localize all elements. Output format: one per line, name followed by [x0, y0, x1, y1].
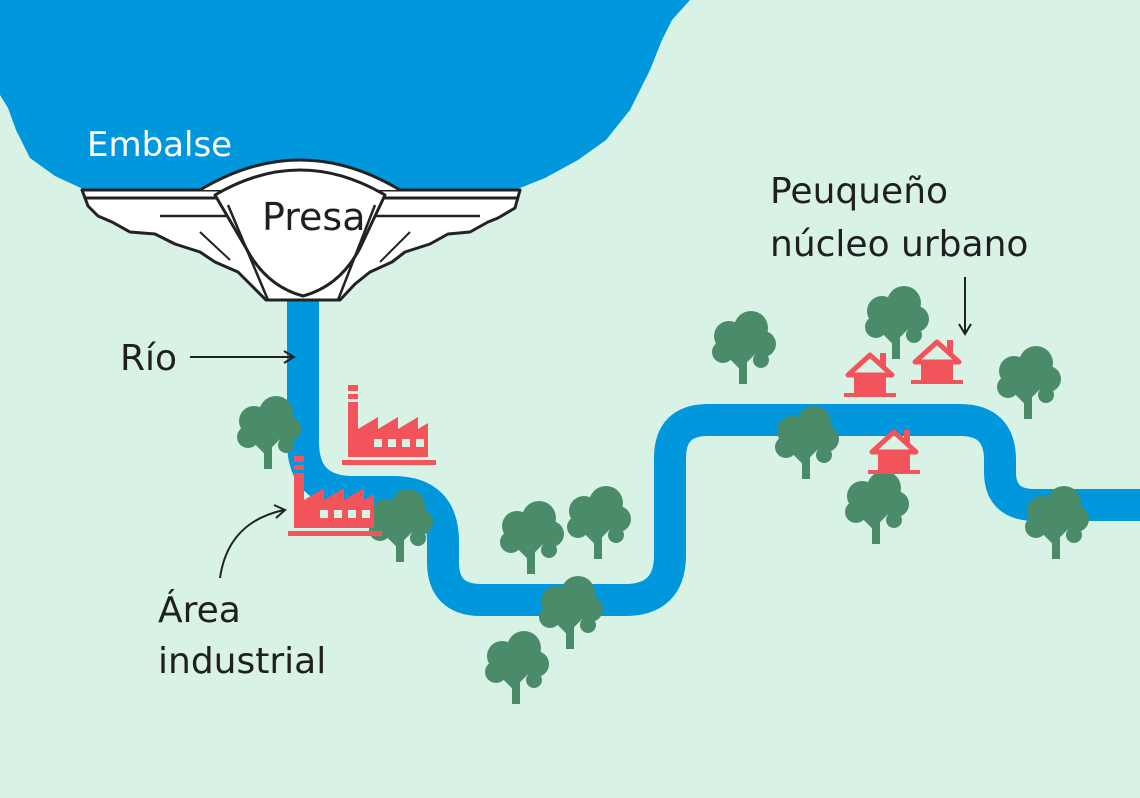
house-icon: [844, 353, 896, 397]
river-label: Río: [120, 338, 177, 379]
tree-icon: [485, 631, 549, 704]
tree-icon: [865, 286, 929, 359]
house-icon: [911, 340, 963, 384]
house-icon: [868, 430, 920, 474]
tree-icon: [500, 501, 564, 574]
reservoir-label: Embalse: [87, 125, 232, 165]
river-path: [287, 295, 1140, 616]
arrow-icon: [190, 350, 296, 364]
tree-icon: [567, 486, 631, 559]
dam-structure: [80, 158, 522, 302]
reservoir-shape: [0, 0, 690, 190]
arrow-icon: [219, 504, 287, 579]
industrial-area-label-line1: Área: [158, 589, 241, 631]
tree-icon: [845, 471, 909, 544]
tree-icon: [712, 311, 776, 384]
factory-icon: [342, 385, 436, 465]
tree-icon: [997, 346, 1061, 419]
town-label-line1: Peuqueño: [770, 171, 948, 212]
town-label-line2: núcleo urbano: [770, 224, 1028, 265]
arrow-icon: [958, 277, 972, 336]
industrial-area-label-line2: industrial: [158, 641, 326, 682]
dam-label: Presa: [262, 195, 366, 239]
